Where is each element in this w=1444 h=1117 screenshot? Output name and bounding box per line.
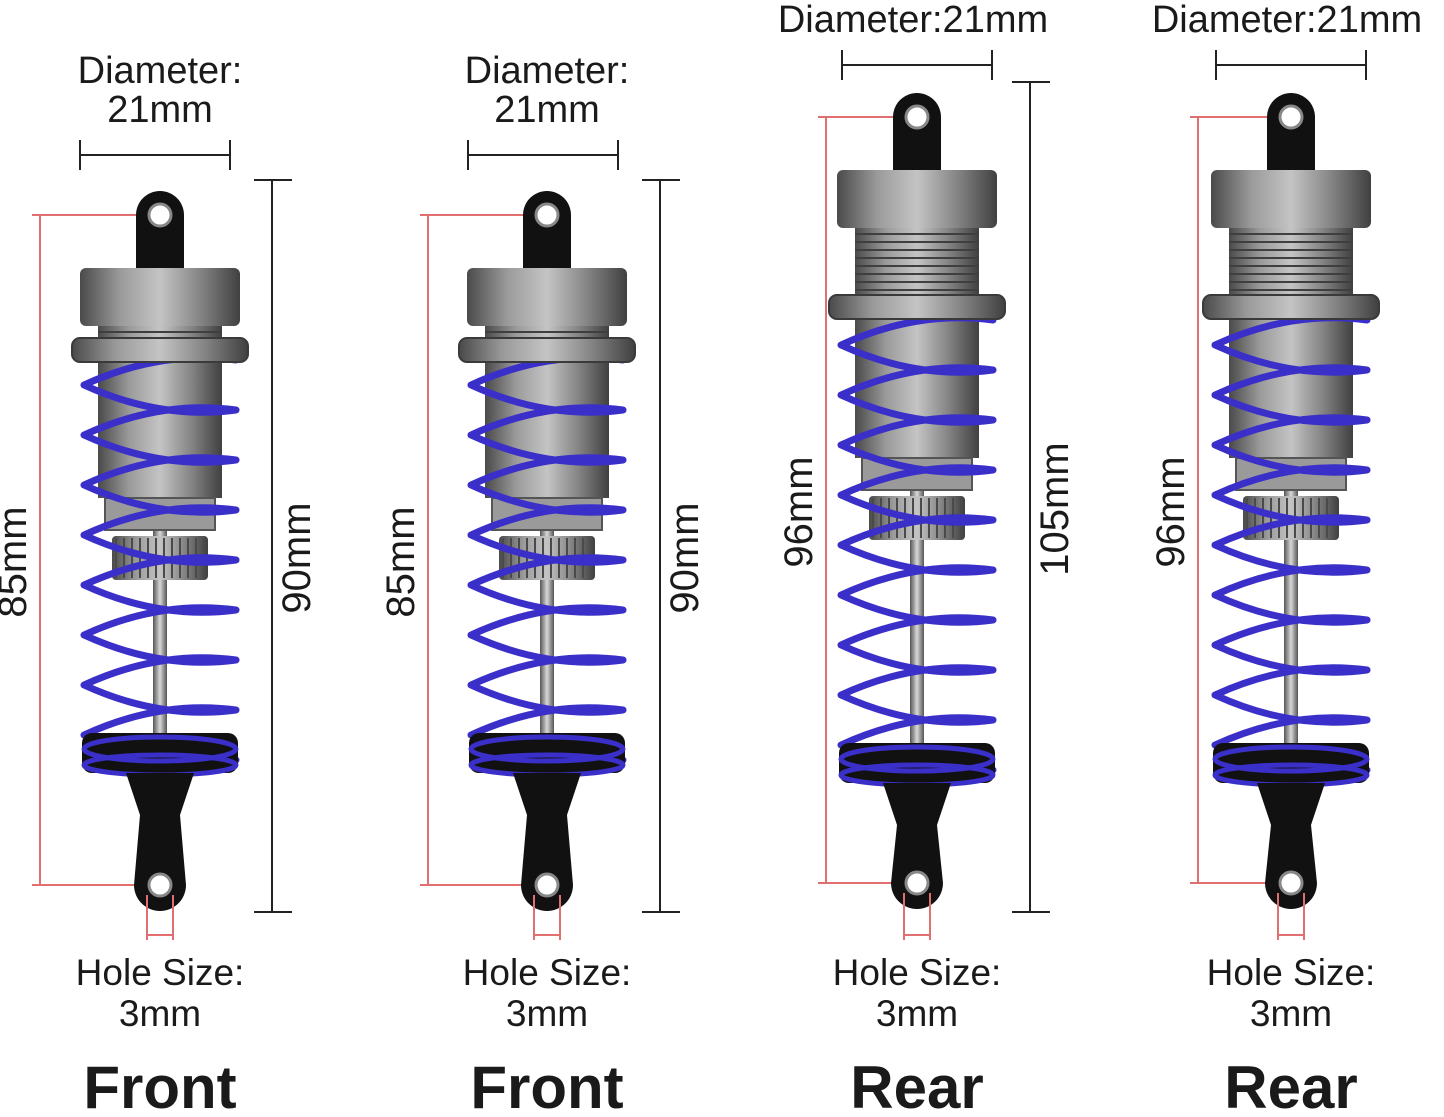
bottom-mount [883, 783, 951, 909]
diameter-label: Diameter:21mm [1152, 0, 1422, 41]
shock-absorber [828, 93, 1006, 909]
top-eye-hole [147, 202, 173, 228]
spring-end-coil [81, 734, 239, 764]
overall-length-label: 90mm [275, 502, 319, 613]
adjuster-collar [71, 337, 249, 363]
hole-size-label: Hole Size: [1207, 952, 1376, 993]
shock-title: Front [470, 1054, 623, 1117]
body-cap [467, 268, 627, 326]
shock-absorber [458, 191, 636, 911]
top-mount [893, 93, 941, 170]
eye-to-eye-label: 96mm [1149, 456, 1193, 567]
adjuster-collar [828, 294, 1006, 320]
overall-length-label: 105mm [1033, 442, 1077, 575]
bottom-eye-hole [1278, 870, 1304, 896]
top-mount [523, 191, 571, 268]
coil-spring [837, 314, 997, 776]
spring-end-coil [1212, 744, 1370, 774]
top-mount [1267, 93, 1315, 170]
eye-to-eye-label: 85mm [379, 506, 423, 617]
diameter-label: Diameter: [78, 50, 243, 92]
top-eye-hole [1278, 104, 1304, 130]
eye-to-eye-label: 96mm [777, 456, 821, 567]
top-eye-hole [534, 202, 560, 228]
shock-title: Front [83, 1054, 236, 1117]
bottom-eye-hole [147, 872, 173, 898]
hole-size-label: Hole Size: [833, 952, 1002, 993]
bottom-eye-hole [534, 872, 560, 898]
overall-length-label: 90mm [663, 502, 707, 613]
top-mount [136, 191, 184, 268]
bottom-mount [513, 773, 581, 911]
coil-spring [1211, 314, 1371, 776]
diameter-label: Diameter: [465, 50, 630, 92]
hole-size-value: 3mm [876, 993, 958, 1034]
diameter-label: Diameter:21mm [778, 0, 1048, 41]
top-eye-hole [904, 104, 930, 130]
body-cap [1211, 170, 1371, 228]
shock-absorber [1202, 93, 1380, 909]
adjuster-collar [458, 337, 636, 363]
adjuster-collar [1202, 294, 1380, 320]
hole-size-value: 3mm [119, 993, 201, 1034]
shock-title: Rear [850, 1054, 983, 1117]
body-cap [837, 170, 997, 228]
hole-size-label: Hole Size: [463, 952, 632, 993]
bottom-mount [126, 773, 194, 911]
eye-to-eye-label: 85mm [0, 506, 35, 617]
hole-size-value: 3mm [506, 993, 588, 1034]
bottom-eye-hole [904, 870, 930, 896]
spring-end-coil [838, 744, 996, 774]
shock-absorber [71, 191, 249, 911]
hole-size-value: 3mm [1250, 993, 1332, 1034]
diameter-label: 21mm [494, 89, 600, 131]
body-cap [80, 268, 240, 326]
diameter-label: 21mm [107, 89, 213, 131]
hole-size-label: Hole Size: [76, 952, 245, 993]
shock-title: Rear [1224, 1054, 1357, 1117]
bottom-mount [1257, 783, 1325, 909]
spring-end-coil [468, 734, 626, 764]
